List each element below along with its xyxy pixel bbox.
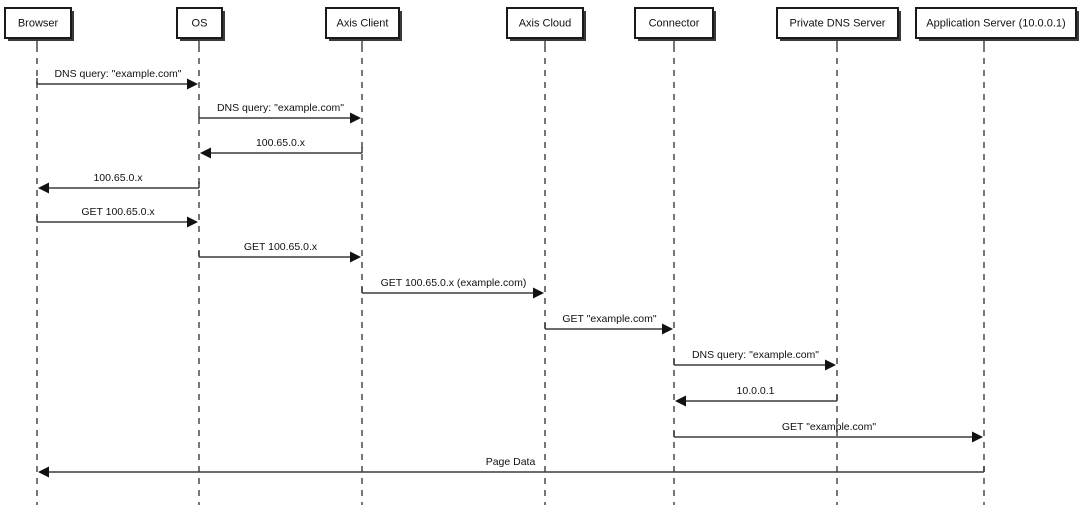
actor-headers-layer: Browser OS Axis Client Axis Cloud Connector P… [4,7,1079,41]
message-arrowhead [38,466,49,478]
actor-label: Application Server (10.0.0.1) [926,17,1065,29]
actor-box [325,7,400,39]
message-6: GET 100.65.0.x [198,241,361,263]
message-arrowhead [187,78,198,90]
message-3: 100.65.0.x [200,137,363,159]
message-label: 100.65.0.x [256,137,306,149]
message-5: GET 100.65.0.x [36,206,198,228]
message-label: 10.0.0.1 [737,385,775,397]
message-2: DNS query: "example.com" [198,102,361,124]
actor-label: Connector [649,17,700,29]
actor-header-browser[interactable]: Browser [4,7,74,41]
message-7: GET 100.65.0.x (example.com) [361,277,544,299]
actor-header-conn[interactable]: Connector [634,7,716,41]
actor-header-os[interactable]: OS [176,7,225,41]
actor-label: Axis Client [337,17,389,29]
actor-label: Private DNS Server [790,17,886,29]
message-label: DNS query: "example.com" [692,349,819,361]
actor-header-cloud[interactable]: Axis Cloud [506,7,586,41]
message-11: GET "example.com" [673,421,983,443]
message-arrowhead [38,182,49,194]
actor-header-app[interactable]: Application Server (10.0.0.1) [915,7,1079,41]
message-9: DNS query: "example.com" [673,349,836,371]
message-12: Page Data [38,456,985,478]
message-label: 100.65.0.x [93,172,143,184]
message-label: GET 100.65.0.x [244,241,318,253]
message-label: GET 100.65.0.x [81,206,155,218]
messages-layer: DNS query: "example.com" DNS query: "exam… [36,68,985,478]
actor-box [776,7,899,39]
message-arrowhead [825,359,836,371]
message-label: GET 100.65.0.x (example.com) [381,277,527,289]
actor-header-dns[interactable]: Private DNS Server [776,7,901,41]
message-arrowhead [350,251,361,263]
message-8: GET "example.com" [544,313,673,335]
message-label: GET "example.com" [562,313,656,325]
message-arrowhead [972,431,983,443]
message-label: Page Data [486,456,536,468]
actor-box [176,7,223,39]
actor-box [506,7,584,39]
message-arrowhead [200,147,211,159]
actor-header-client[interactable]: Axis Client [325,7,402,41]
message-label: DNS query: "example.com" [54,68,181,80]
message-1: DNS query: "example.com" [36,68,198,90]
message-arrowhead [187,216,198,228]
message-arrowhead [350,112,361,124]
message-label: GET "example.com" [782,421,876,433]
actor-label: OS [192,17,208,29]
message-arrowhead [675,395,686,407]
lifelines-layer [36,38,985,505]
actor-box [4,7,72,39]
actor-label: Axis Cloud [519,17,572,29]
actor-label: Browser [18,17,59,29]
message-arrowhead [533,287,544,299]
actor-box [915,7,1077,39]
message-label: DNS query: "example.com" [217,102,344,114]
message-4: 100.65.0.x [38,172,200,194]
actor-box [634,7,714,39]
message-10: 10.0.0.1 [675,385,838,407]
message-arrowhead [662,323,673,335]
